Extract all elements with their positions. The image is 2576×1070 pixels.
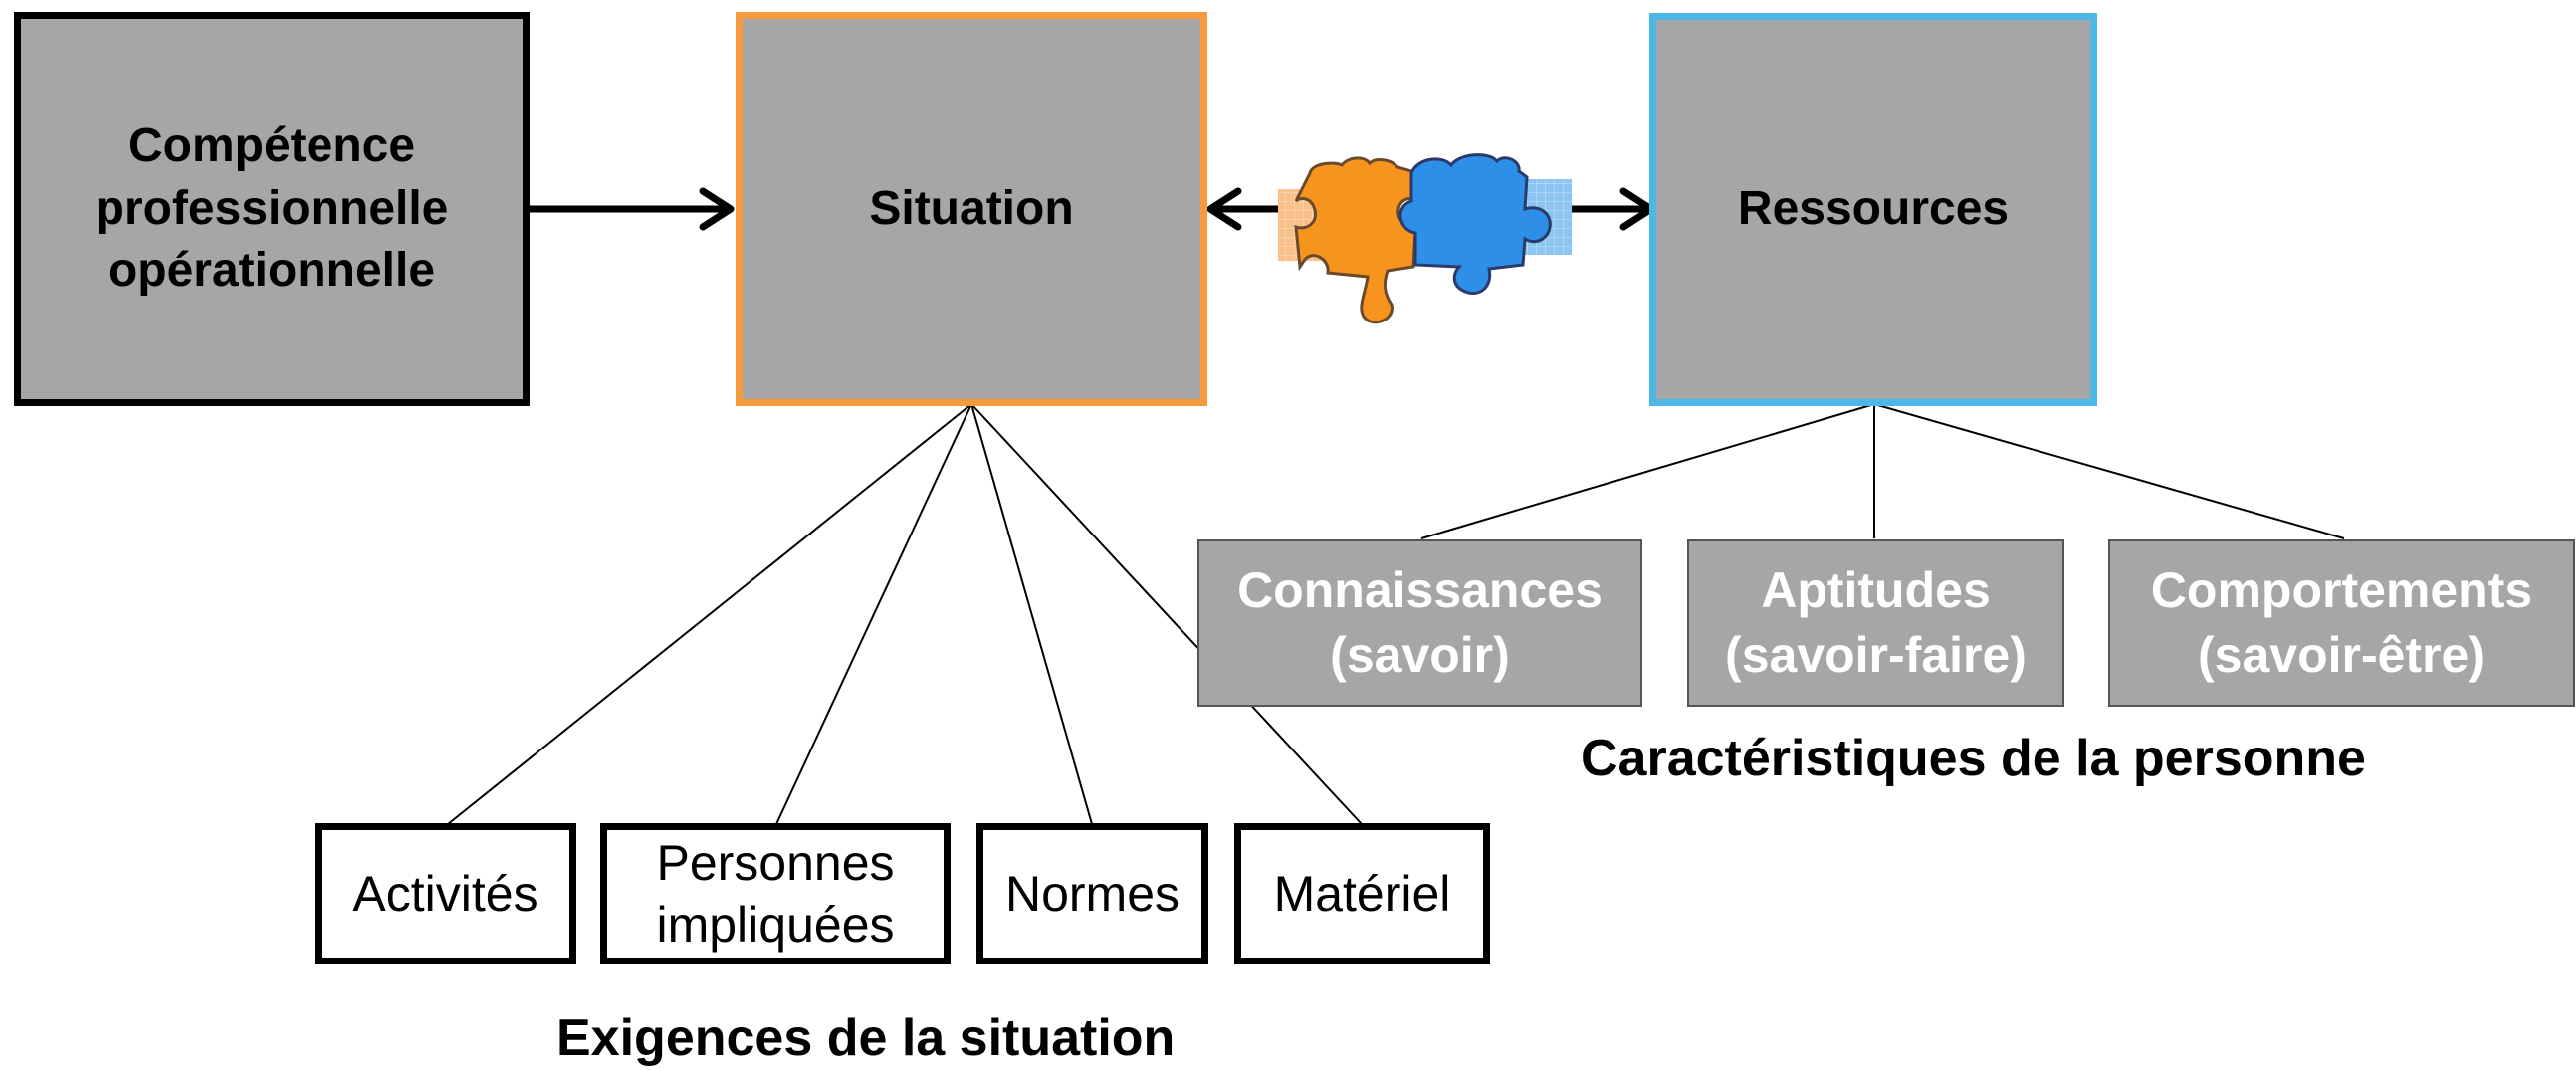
link-activites <box>447 403 972 825</box>
comportements-label: Comportements (savoir-être) <box>2150 562 2533 683</box>
requirements-caption: Exigences de la situation <box>556 1009 1176 1067</box>
materiel-box: Matériel <box>1234 823 1490 964</box>
arrowhead-situation <box>699 187 735 231</box>
connaissances-label: Connaissances (savoir) <box>1237 562 1603 683</box>
materiel-label: Matériel <box>1273 865 1451 922</box>
aptitudes-label: Aptitudes (savoir-faire) <box>1725 562 2027 683</box>
competence-box: Compétence professionnelle opérationnell… <box>14 12 530 406</box>
normes-box: Normes <box>976 823 1208 964</box>
connaissances-box: Connaissances (savoir) <box>1197 539 1642 707</box>
ressources-box: Ressources <box>1649 13 2097 406</box>
link-normes <box>970 403 1093 825</box>
activites-box: Activités <box>315 823 576 964</box>
situation-label: Situation <box>869 181 1074 235</box>
link-materiel <box>970 403 1363 825</box>
link-connaissances <box>1420 403 1875 539</box>
puzzle-piece-orange <box>1294 156 1417 324</box>
puzzle-piece-blue <box>1398 153 1552 295</box>
personnes-label: Personnes impliquées <box>656 834 895 954</box>
activites-label: Activités <box>352 865 538 922</box>
resources-caption: Caractéristiques de la personne <box>1581 730 2366 787</box>
link-comportements <box>1873 403 2345 539</box>
link-personnes <box>775 403 972 825</box>
personnes-box: Personnes impliquées <box>600 823 951 964</box>
normes-label: Normes <box>1004 865 1181 922</box>
arrowhead-left <box>1206 187 1242 231</box>
competence-label: Compétence professionnelle opérationnell… <box>95 119 449 298</box>
situation-box: Situation <box>736 12 1207 406</box>
comportements-box: Comportements (savoir-être) <box>2108 539 2575 707</box>
ressources-links <box>1420 403 2345 539</box>
ressources-label: Ressources <box>1737 182 2010 236</box>
aptitudes-box: Aptitudes (savoir-faire) <box>1687 539 2064 707</box>
puzzle-pieces-icon <box>1278 153 1572 324</box>
situation-links <box>447 403 1363 825</box>
